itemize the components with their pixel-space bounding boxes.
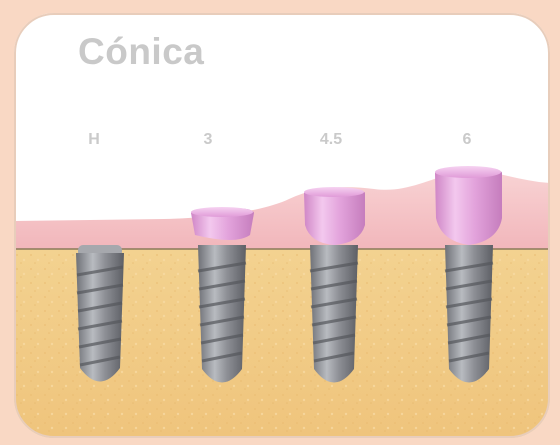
implant-h-icon bbox=[76, 245, 124, 382]
implant-scene bbox=[14, 13, 550, 438]
diagram-panel: Cónica H 3 4.5 6 bbox=[14, 13, 550, 438]
